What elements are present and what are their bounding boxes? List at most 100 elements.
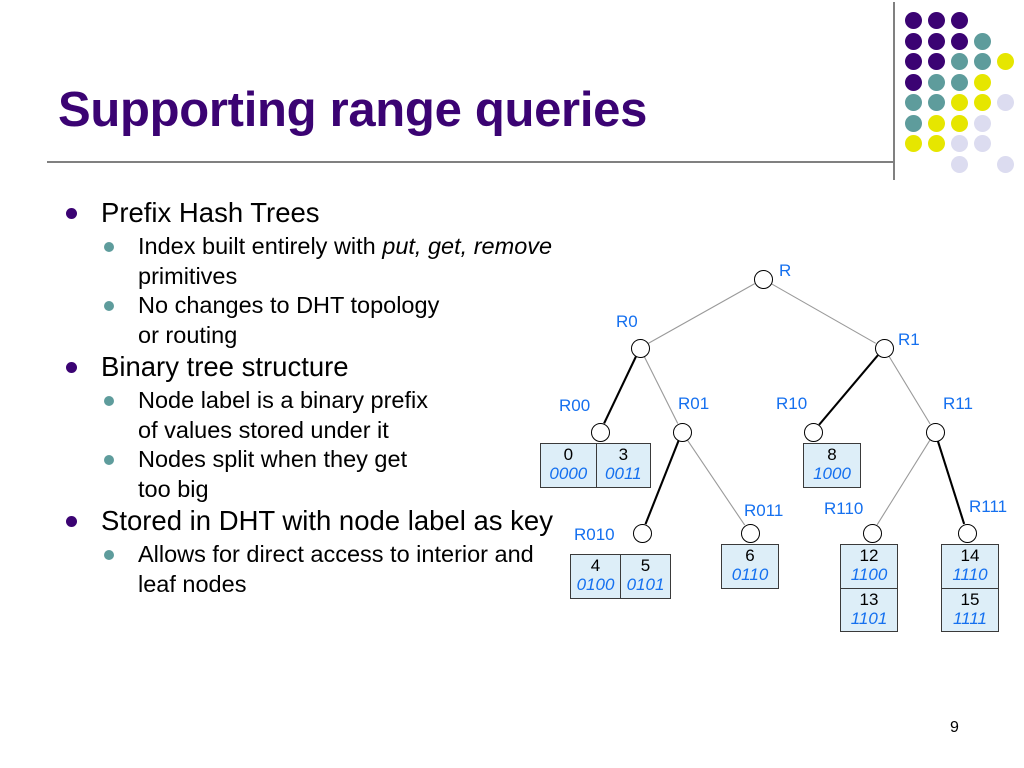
- bullet-text: Index built entirely with put, get, remo…: [138, 233, 560, 291]
- bullet-marker-icon: [104, 455, 114, 465]
- decorative-dot: [905, 12, 922, 29]
- bullet-marker-icon: [104, 242, 114, 252]
- bullet-level1: Prefix Hash Trees: [0, 196, 560, 230]
- tree-node-r111[interactable]: [957, 523, 977, 543]
- leaf-binary-key: 0011: [605, 464, 642, 483]
- decorative-dot: [905, 114, 922, 132]
- title-block: Supporting range queries: [0, 82, 1024, 172]
- title-divider: [47, 161, 894, 163]
- decorative-dot: [905, 32, 922, 50]
- decorative-dot: [974, 135, 991, 152]
- tree-edge: [603, 356, 637, 424]
- decorative-dot-grid: [905, 12, 1017, 173]
- bullet-marker-icon: [66, 516, 77, 527]
- bullet-text: Allows for direct access to interior and…: [138, 541, 534, 597]
- tree-edge: [644, 440, 680, 525]
- tree-node-r011[interactable]: [740, 523, 760, 543]
- leaf-value: 3: [618, 445, 629, 464]
- tree-node-label-r: R: [779, 261, 792, 280]
- decorative-dot: [951, 32, 968, 50]
- bullet-level2: Index built entirely with put, get, remo…: [0, 232, 560, 291]
- tree-node-r10[interactable]: [803, 422, 823, 442]
- leaf-value: 5: [640, 556, 651, 575]
- tree-edge: [643, 356, 679, 424]
- bullet-text: Prefix Hash Trees: [101, 197, 320, 228]
- leaf-value: 13: [859, 589, 879, 609]
- tree-edge: [818, 354, 879, 426]
- leaf-binary-key: 0100: [576, 575, 615, 594]
- decorative-dot: [905, 94, 922, 111]
- tree-node-r[interactable]: [753, 269, 773, 289]
- bullet-marker-icon: [104, 301, 114, 311]
- decorative-dot: [951, 73, 968, 91]
- decorative-dot: [928, 12, 945, 29]
- decorative-dot: [928, 135, 945, 152]
- decorative-dot: [905, 53, 922, 70]
- bullet-text: Stored in DHT with node label as key: [101, 505, 553, 536]
- decorative-dot: [974, 73, 991, 91]
- tree-edge: [888, 355, 931, 425]
- decorative-dot: [928, 53, 945, 70]
- tree-node-label-r111: R111: [969, 497, 1008, 516]
- tree-edge: [876, 439, 931, 526]
- leaf-value: 15: [960, 589, 980, 609]
- tree-node-r1[interactable]: [874, 338, 894, 358]
- tree-node-r01[interactable]: [672, 422, 692, 442]
- decorative-dot: [997, 155, 1014, 173]
- tree-node-label-r1: R1: [898, 330, 920, 349]
- leaf-binary-key: 1111: [952, 608, 988, 628]
- bullet-level1: Binary tree structure: [0, 350, 560, 384]
- decorative-dot: [928, 32, 945, 50]
- page-title: Supporting range queries: [58, 83, 648, 137]
- tree-node-r11[interactable]: [925, 422, 945, 442]
- tree-node-r110[interactable]: [862, 523, 882, 543]
- bullet-emphasis: put, get, remove: [382, 233, 553, 259]
- tree-node-label-r0: R0: [616, 312, 638, 331]
- decorative-dot: [928, 114, 945, 132]
- tree-node-r0[interactable]: [630, 338, 650, 358]
- leaf-binary-key: 1110: [952, 565, 988, 584]
- decorative-dot: [997, 53, 1014, 70]
- decorative-dot: [928, 73, 945, 91]
- tree-edge: [770, 283, 877, 344]
- bullet-marker-icon: [104, 550, 114, 560]
- leaf-value: 6: [745, 546, 755, 565]
- tree-node-r00[interactable]: [590, 422, 610, 442]
- decorative-dot: [951, 53, 968, 70]
- bullet-text-continued: primitives: [138, 262, 238, 289]
- tree-node-label-r110: R110: [824, 499, 864, 518]
- bullet-marker-icon: [104, 396, 114, 406]
- decorative-dot: [974, 53, 991, 70]
- bullet-text-continued: or routing: [138, 321, 238, 348]
- decorative-dot: [997, 94, 1014, 111]
- tree-node-r010[interactable]: [632, 523, 652, 543]
- tree-node-label-r010: R010: [574, 525, 615, 544]
- tree-edge: [648, 283, 755, 344]
- bullet-text: Binary tree structure: [101, 351, 349, 382]
- bullet-text-continued: of values stored under it: [138, 416, 389, 443]
- leaf-binary-key: 0101: [626, 575, 665, 594]
- bullet-marker-icon: [66, 362, 77, 373]
- tree-node-label-r11: R11: [943, 394, 973, 413]
- decorative-dot: [905, 135, 922, 152]
- decorative-dot: [928, 94, 945, 111]
- bullet-level2: Allows for direct access to interior and…: [0, 540, 560, 599]
